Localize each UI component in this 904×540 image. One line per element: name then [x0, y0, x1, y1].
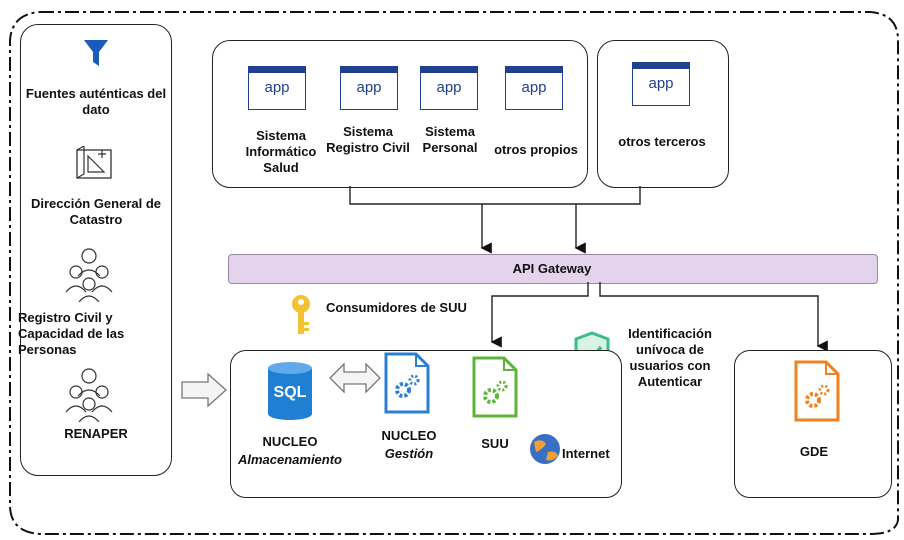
sources-panel	[20, 24, 172, 476]
app-salud-label: Sistema Informático Salud	[245, 128, 317, 175]
core-management-line1: NUCLEO	[381, 428, 437, 443]
app-window-icon: app	[340, 66, 398, 110]
key-icon	[292, 295, 310, 334]
gear-document-icon	[794, 360, 840, 422]
blueprint-icon	[76, 146, 112, 179]
gear-document-icon	[472, 356, 518, 418]
core-storage-line2: Almacenamiento	[237, 452, 343, 467]
gear-document-icon	[384, 352, 430, 414]
api-gateway-label: API Gateway	[512, 261, 592, 276]
funnel-icon	[84, 40, 108, 66]
app-window-icon: app	[632, 62, 690, 106]
bidirectional-arrow	[329, 362, 381, 394]
sql-icon-text: SQL	[273, 384, 307, 401]
sql-database-icon	[268, 362, 312, 420]
globe-icon	[530, 434, 560, 464]
app-window-icon: app	[420, 66, 478, 110]
source-catastro-label: Dirección General de Catastro	[30, 196, 162, 227]
identification-label: Identificación unívoca de usuarios con A…	[628, 326, 712, 389]
people-group-icon	[65, 368, 113, 422]
internet-label: Internet	[562, 446, 610, 461]
app-personal-label: Sistema Personal	[422, 124, 478, 155]
suu-label: SUU	[481, 436, 509, 451]
people-group-icon	[65, 248, 113, 302]
api-gateway-bar	[228, 254, 878, 284]
third-party-label: otros terceros	[618, 134, 706, 149]
core-storage-line1: NUCLEO	[262, 434, 318, 449]
app-registro-civil-label: Sistema Registro Civil	[326, 124, 410, 155]
input-arrow	[181, 372, 227, 408]
app-window-icon: app	[505, 66, 563, 110]
own-apps-box	[212, 40, 588, 188]
source-renaper-label: RENAPER	[64, 426, 128, 441]
app-window-icon: app	[248, 66, 306, 110]
source-registro-civil-label: Registro Civil y Capacidad de las Person…	[18, 310, 125, 357]
core-management-line2: Gestión	[384, 446, 434, 461]
app-otros-propios-label: otros propios	[494, 142, 578, 157]
consumers-label: Consumidores de SUU	[326, 300, 467, 315]
gde-label: GDE	[799, 444, 829, 459]
sources-title: Fuentes auténticas del dato	[25, 86, 167, 117]
